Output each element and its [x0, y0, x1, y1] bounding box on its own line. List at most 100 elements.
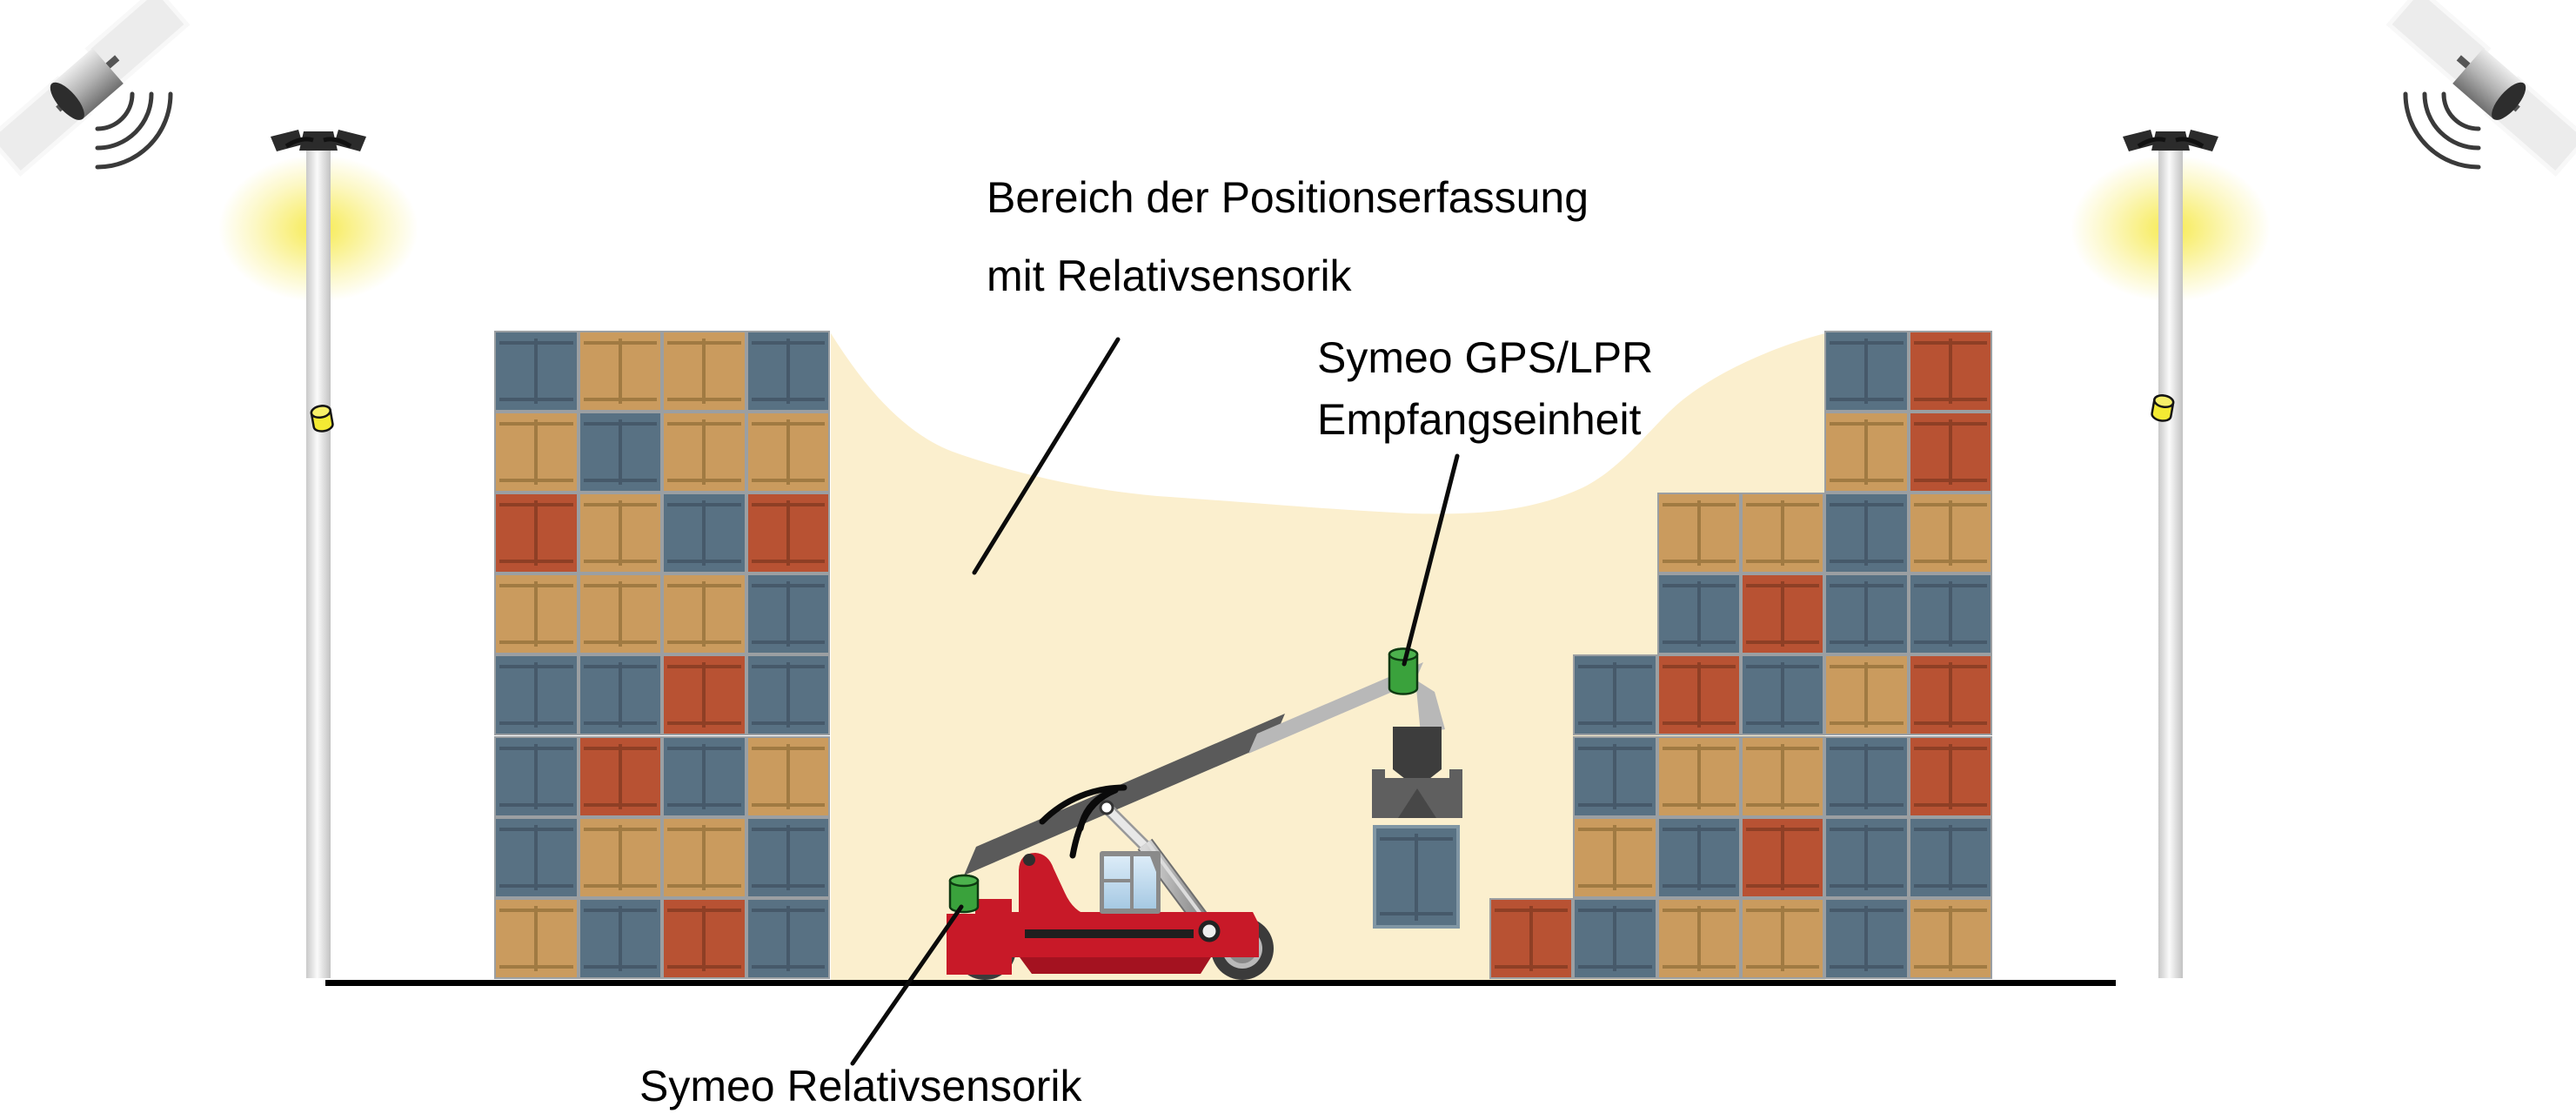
container-cell [1656, 654, 1741, 736]
container-cell [1740, 573, 1825, 655]
boom-cables [1039, 784, 1127, 859]
container-cell [578, 897, 662, 979]
container-cell [1824, 573, 1909, 655]
container-cell [662, 412, 746, 493]
label-detection-area-line2: mit Relativsensorik [987, 251, 1352, 300]
container-cell [1824, 412, 1909, 493]
container-cell [1908, 493, 1992, 574]
container-cell [578, 816, 662, 898]
container-cell [494, 412, 579, 493]
container-cell [1740, 735, 1825, 817]
container-cell [662, 816, 746, 898]
container-cell [1656, 735, 1741, 817]
boom-inner-section [1248, 662, 1423, 754]
container-cell [494, 816, 579, 898]
reach-stacker [947, 647, 1462, 980]
container-cell [1656, 573, 1741, 655]
container-cell [578, 493, 662, 574]
label-detection-area-line1: Bereich der Positionserfassung [987, 173, 1589, 222]
label-relativ-sensor-text: Symeo Relativsensorik [639, 1062, 1082, 1110]
satellite-icon-left [0, 0, 191, 178]
container-cell [1740, 816, 1825, 898]
container-cell [1908, 816, 1992, 898]
container-cell [1573, 654, 1657, 736]
container-cell [746, 654, 830, 736]
container-cell [578, 654, 662, 736]
boom-pivot-pin [1023, 854, 1035, 866]
container-cell [1824, 654, 1909, 736]
pole-sensor-right [2151, 394, 2175, 422]
label-gps-receiver: Symeo GPS/LPR Empfangseinheit [1317, 327, 1653, 451]
container-cell [1824, 816, 1909, 898]
container-cell [746, 735, 830, 817]
container-cell [746, 816, 830, 898]
container-cell [746, 493, 830, 574]
leader-line-gps [1402, 453, 1460, 667]
gps-receiver-unit [1388, 647, 1419, 695]
container-cell [1824, 493, 1909, 574]
container-cell [662, 735, 746, 817]
container-cell [746, 412, 830, 493]
container-cell [1656, 493, 1741, 574]
signal-waves-left [95, 91, 173, 170]
container-cell [578, 412, 662, 493]
container-cell [578, 573, 662, 655]
container-cell [746, 331, 830, 412]
container-cell [494, 897, 579, 979]
container-cell [1824, 331, 1909, 412]
container-cell [662, 493, 746, 574]
container-cell [1656, 897, 1741, 979]
label-gps-receiver-line1: Symeo GPS/LPR [1317, 333, 1654, 382]
satellite-icon-right [2385, 0, 2576, 178]
body-stripe [1025, 929, 1194, 938]
container-cell [494, 331, 579, 412]
container-cell [1824, 897, 1909, 979]
container-stack-left [494, 331, 830, 979]
container-cell [1908, 735, 1992, 817]
leader-line-relativ [850, 904, 964, 1066]
relativ-sensor-unit [948, 874, 980, 914]
boom-tip-bracket [1415, 680, 1445, 734]
container-cell [1573, 897, 1657, 979]
container-cell [1573, 735, 1657, 817]
container-cell [1908, 412, 1992, 493]
container-cell [746, 897, 830, 979]
container-cell [1573, 816, 1657, 898]
container-cell [494, 735, 579, 817]
pole-sensor-left [310, 405, 334, 433]
carried-container [1373, 825, 1460, 929]
container-cell [1740, 897, 1825, 979]
rod-pin [1099, 800, 1114, 815]
container-cell [1489, 897, 1574, 979]
container-cell [662, 331, 746, 412]
boom-outer-section [964, 714, 1285, 875]
container-cell [1908, 331, 1992, 412]
floodlight-head-left [271, 130, 366, 151]
container-cell [578, 735, 662, 817]
container-cell [1824, 735, 1909, 817]
floodlight-head-right [2123, 130, 2218, 151]
container-cell [1740, 654, 1825, 736]
label-relativ-sensor: Symeo Relativsensorik [639, 1064, 1082, 1108]
label-detection-area: Bereich der Positionserfassung mit Relat… [987, 158, 1589, 315]
vehicle-body [947, 853, 1259, 975]
container-cell [494, 493, 579, 574]
container-cell [1740, 493, 1825, 574]
spreader [1372, 727, 1462, 818]
container-cell [494, 654, 579, 736]
container-cell [1908, 573, 1992, 655]
label-gps-receiver-line2: Empfangseinheit [1317, 395, 1642, 444]
container-cell [662, 573, 746, 655]
container-cell [1656, 816, 1741, 898]
ground-line [325, 980, 2116, 986]
container-cell [662, 654, 746, 736]
signal-waves-right [2403, 91, 2481, 170]
container-cell [1908, 897, 1992, 979]
leader-line-area [972, 337, 1121, 575]
container-cell [662, 897, 746, 979]
cylinder-joint [1198, 920, 1221, 942]
floodlight-pole-left [306, 150, 331, 978]
container-cell [578, 331, 662, 412]
